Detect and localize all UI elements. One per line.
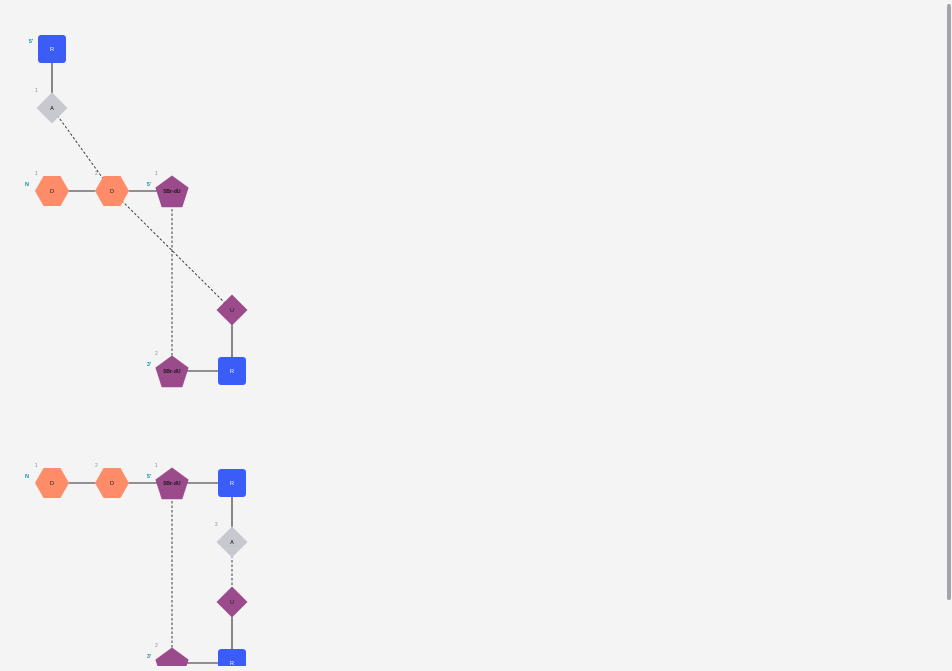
structure-2-node-ribose-8[interactable]: R	[218, 649, 246, 671]
node-label: D	[110, 189, 114, 195]
pentagon-shape	[155, 355, 189, 388]
node-index-label: 1	[35, 88, 38, 94]
scrollbar-track[interactable]	[946, 0, 952, 666]
structure-1-node-dna-base-4[interactable]: D2	[95, 171, 129, 206]
structure-2-node-dna-base-2[interactable]: D2	[95, 463, 129, 498]
node-index-label: 2	[155, 643, 158, 649]
node-label: R	[230, 661, 234, 666]
hexagon-shape	[35, 176, 69, 206]
terminal-label: 3'	[147, 654, 152, 660]
diamond-shape	[216, 294, 248, 326]
node-label: 5Br-dU	[163, 481, 181, 487]
square-shape	[218, 469, 246, 497]
structure-1-node-ribose-8[interactable]: R	[218, 357, 246, 385]
node-label: R	[230, 481, 234, 487]
terminal-label: N	[25, 474, 29, 480]
structure-2-node-adenine-5[interactable]: A2	[215, 522, 248, 558]
pentagon-shape	[155, 647, 189, 671]
node-index-label: 2	[95, 463, 98, 469]
node-label: A	[230, 540, 234, 546]
structure-2-node-modified-base-6[interactable]: U	[216, 586, 248, 618]
structure-1-node-modified-base-7[interactable]: 5Br-dU 2	[155, 351, 189, 388]
terminal-label: 5'	[29, 39, 34, 45]
scrollbar-thumb[interactable]	[947, 4, 951, 600]
structure-2-node-modified-base-7[interactable]: 2	[155, 643, 189, 671]
node-label: U	[230, 308, 234, 314]
terminal-label: N	[25, 182, 29, 188]
square-shape	[218, 357, 246, 385]
pentagon-shape	[155, 175, 189, 208]
node-label: R	[230, 369, 234, 375]
node-index-label: 2	[155, 351, 158, 357]
node-label: U	[230, 600, 234, 606]
diamond-shape	[216, 586, 248, 618]
node-label: R	[50, 47, 54, 53]
node-index-label: 2	[215, 522, 218, 528]
structure-2-node-dna-base-1[interactable]: D1	[35, 463, 69, 498]
node-index-label: 1	[155, 463, 158, 469]
edges-layer	[51, 49, 233, 664]
structure-1-node-adenine-2[interactable]: A1	[35, 88, 68, 124]
terminal-label: 3'	[147, 362, 152, 368]
node-index-label: 2	[95, 171, 98, 177]
pentagon-shape	[155, 467, 189, 500]
hexagon-shape	[95, 176, 129, 206]
node-index-label: 1	[35, 463, 38, 469]
node-label: A	[50, 106, 54, 112]
structure-2-node-ribose-4[interactable]: R	[218, 469, 246, 497]
dashed-link-n2-n4	[51, 107, 113, 192]
dashed-link-n4-n6	[111, 190, 233, 311]
node-index-label: 1	[35, 171, 38, 177]
structure-1-node-ribose-1[interactable]: R	[38, 35, 66, 63]
hexagon-shape	[95, 468, 129, 498]
node-label: 5Br-dU	[163, 369, 181, 375]
node-label: D	[110, 481, 114, 487]
diamond-shape	[216, 526, 248, 558]
hexagon-shape	[35, 468, 69, 498]
terminal-label: 5'	[147, 182, 152, 188]
diamond-shape	[36, 92, 68, 124]
node-label: D	[50, 481, 54, 487]
square-shape	[38, 35, 66, 63]
node-index-label: 1	[155, 171, 158, 177]
structure-1-node-dna-base-3[interactable]: D1	[35, 171, 69, 206]
structure-1-node-modified-base-6[interactable]: U	[216, 294, 248, 326]
structure-1-node-modified-base-5[interactable]: 5Br-dU 1	[155, 171, 189, 208]
structure-2-node-modified-base-3[interactable]: 5Br-dU 1	[155, 463, 189, 500]
node-label: 5Br-dU	[163, 189, 181, 195]
node-label: D	[50, 189, 54, 195]
terminal-label: 5'	[147, 474, 152, 480]
labels-layer: 5' N 5' 3' N 5' 3'	[25, 39, 152, 660]
